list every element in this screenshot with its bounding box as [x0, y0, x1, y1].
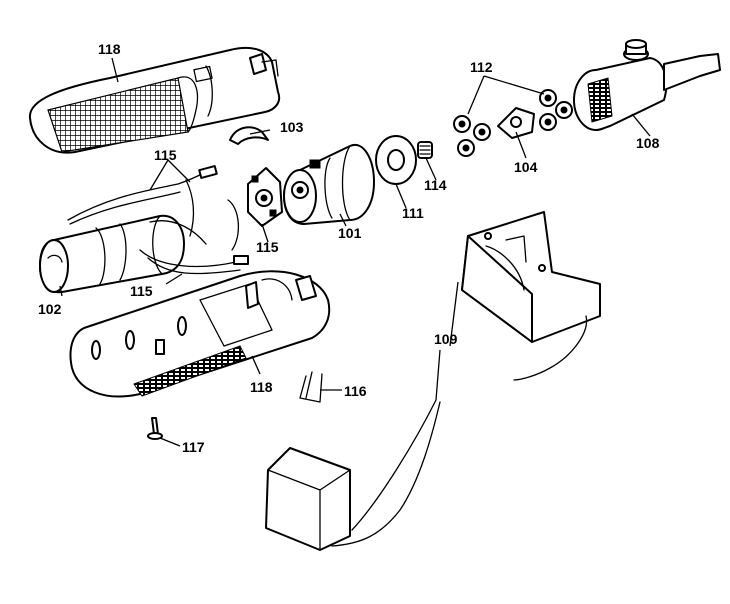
cutter-holder-part	[497, 107, 535, 139]
label-115-b: 115	[256, 239, 279, 255]
label-109: 109	[434, 331, 458, 347]
battery-pack-part	[39, 214, 185, 294]
cutter-heads-left-part	[453, 115, 491, 157]
label-102: 102	[38, 301, 62, 317]
charging-stand-part	[461, 211, 601, 381]
label-117: 117	[182, 439, 205, 455]
label-104: 104	[514, 159, 538, 175]
label-114: 114	[424, 177, 447, 193]
spring-clip-part	[299, 371, 323, 403]
label-112: 112	[470, 59, 493, 75]
cutter-heads-right-part	[539, 89, 573, 131]
label-111: 111	[402, 205, 424, 221]
label-103: 103	[280, 119, 304, 135]
motor-bracket-part	[247, 167, 283, 227]
motor-part	[283, 143, 375, 225]
screw-part	[147, 417, 163, 440]
nut-part	[417, 141, 433, 159]
label-101: 101	[338, 225, 362, 241]
part-labels: 118 103 115 115 115 101 102 111 114 112 …	[38, 41, 660, 455]
cutting-head-housing-part	[573, 39, 721, 131]
label-118-bottom: 118	[250, 379, 273, 395]
label-116: 116	[344, 383, 367, 399]
leader-lines	[59, 57, 651, 447]
label-118-top: 118	[98, 41, 121, 57]
adapter-part	[265, 399, 441, 551]
label-108: 108	[636, 135, 660, 151]
washer-part	[375, 135, 417, 185]
label-115-a: 115	[154, 147, 177, 163]
top-housing-part	[28, 46, 281, 154]
bottom-housing-part	[69, 270, 331, 398]
clip-part	[229, 126, 269, 145]
wire-harness-part	[67, 165, 249, 275]
label-115-c: 115	[130, 283, 153, 299]
